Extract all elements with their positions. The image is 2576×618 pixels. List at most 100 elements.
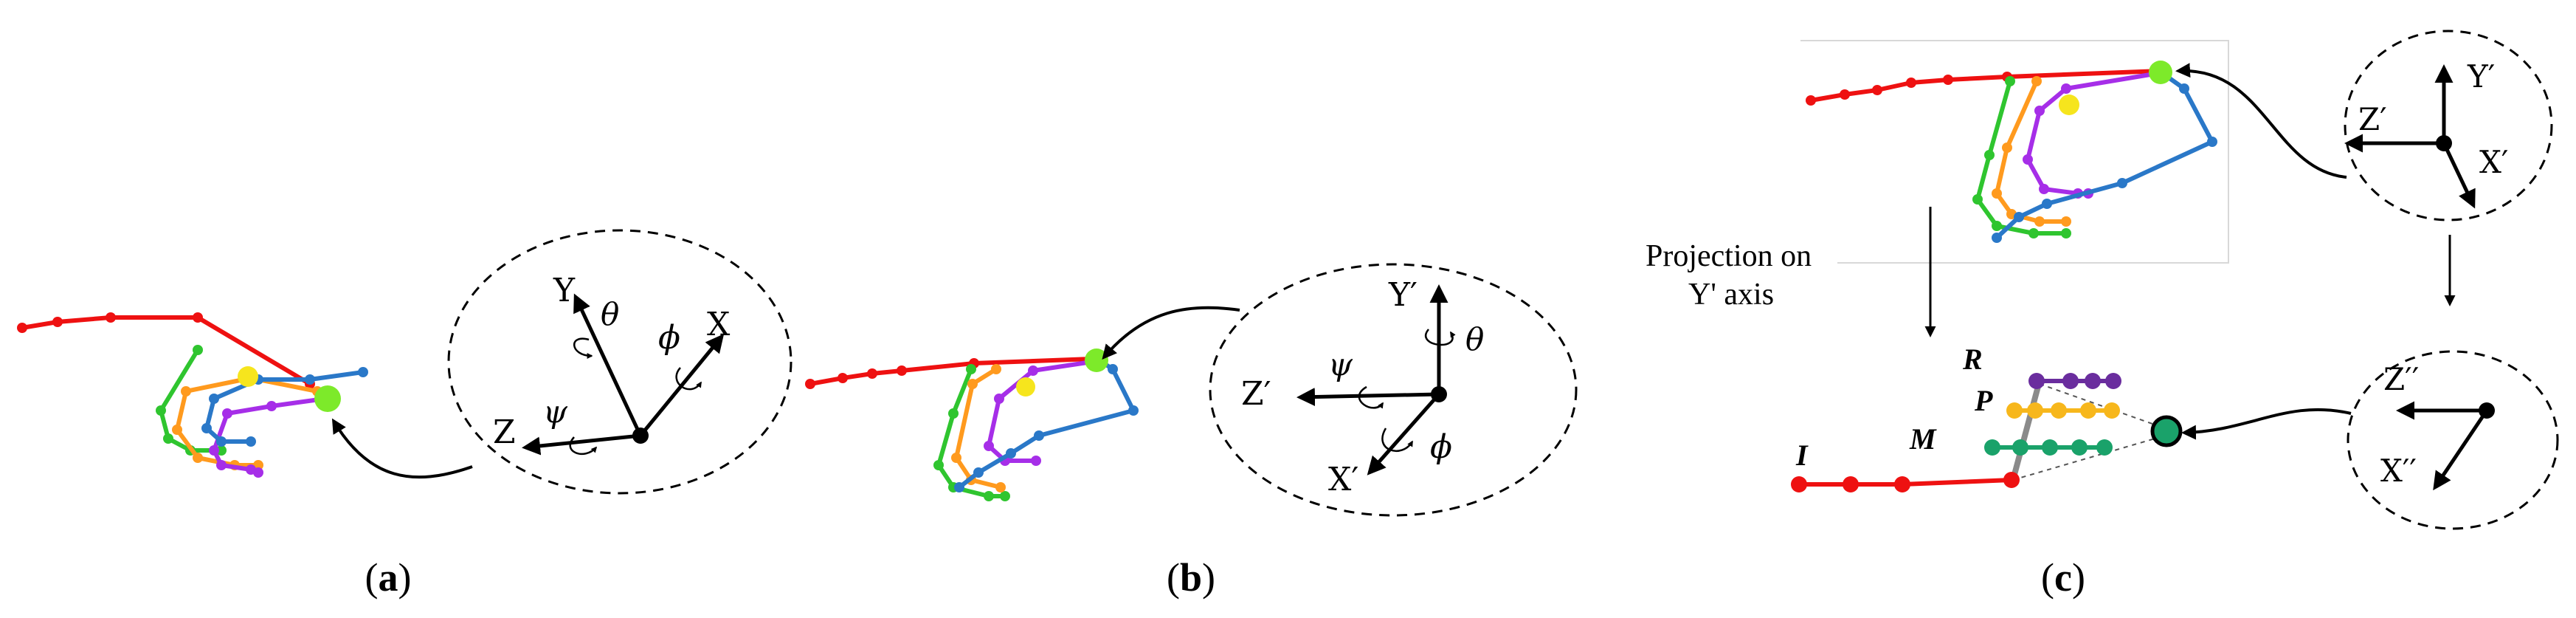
projection-label-line1: Projection on	[1646, 239, 1812, 273]
finger-p-joints	[2006, 402, 2120, 419]
joint-dot	[2014, 212, 2024, 222]
rotation-psi: ψ	[1328, 346, 1353, 382]
joint-dot	[209, 394, 219, 404]
joint-dot	[1000, 491, 1010, 501]
joint-dot	[52, 317, 63, 327]
joint-dot	[358, 367, 368, 377]
joint-dot	[867, 368, 877, 379]
axis-label-y: Y′	[2467, 58, 2495, 95]
joint-dot	[2002, 143, 2012, 153]
finger-i-joints	[1791, 472, 2020, 492]
panel-c: Y′ Z′ X′ Z′′ X′′ Projection on Y' axis	[1646, 30, 2559, 600]
finger-m-joints	[1984, 439, 2113, 456]
wrist-lime	[1085, 349, 1108, 372]
joint-yellow	[2059, 95, 2079, 115]
axis-triad-b: Y′ Z′ X′ θ ψ ϕ	[1241, 276, 1484, 498]
joint-dot	[2061, 83, 2071, 94]
hand-skeleton-b	[805, 349, 1139, 501]
rotation-theta: θ	[1465, 321, 1484, 357]
wrist-lime	[2149, 61, 2172, 84]
finger-r-joints	[2028, 373, 2121, 389]
joint-dot	[246, 436, 256, 447]
finger-green	[1975, 79, 2068, 236]
axis-label-z: Z	[493, 413, 516, 451]
wrist-lime	[314, 385, 341, 412]
joint-dot	[973, 467, 984, 478]
joint-dot	[2207, 137, 2217, 147]
joint-dot	[1992, 233, 2002, 243]
joint-dot	[2179, 83, 2189, 94]
joint-dot	[1028, 365, 1038, 376]
joint-dot	[1108, 364, 1118, 374]
joint-dot	[1806, 95, 1816, 106]
finger-red	[20, 315, 312, 386]
joint-dot	[948, 408, 959, 419]
hand-frame-c	[1800, 40, 2229, 264]
joint-dot	[216, 436, 227, 447]
axis-triad-c-top: Y′ Z′ X′	[2344, 58, 2508, 209]
joint-dot	[933, 460, 944, 470]
hand-skeleton-c	[1806, 61, 2217, 243]
joint-dot	[967, 379, 978, 389]
joint-dot	[984, 491, 994, 501]
finger-label-i: I	[1795, 439, 1809, 472]
joint-dot	[181, 386, 191, 396]
joint-dot	[305, 374, 315, 385]
axis-label-y: Y′	[1388, 276, 1418, 314]
joint-dot	[2061, 216, 2071, 227]
joint-dot	[1992, 221, 2002, 231]
joint-dot	[193, 312, 203, 323]
joint-dot	[1972, 194, 1983, 205]
axes-ellipse-c-top	[2344, 30, 2553, 222]
joint-dot	[805, 379, 815, 389]
joint-dot	[2034, 216, 2045, 227]
joint-dot	[17, 323, 27, 333]
joint-dot	[2061, 228, 2071, 238]
joint-dot	[954, 482, 964, 492]
axis-label-x: X	[707, 306, 731, 343]
axis-label-x: X′	[2479, 144, 2508, 180]
axes-ellipse-b	[1209, 263, 1578, 517]
pointer-arrow-c-bottom	[2181, 408, 2352, 440]
caption-b: (b)	[1167, 555, 1215, 600]
joint-dot	[246, 464, 256, 475]
axis-label-y: Y	[553, 272, 576, 309]
joint-dot	[1943, 75, 1953, 85]
rotation-phi: ϕ	[658, 319, 680, 357]
joint-dot	[193, 453, 203, 463]
joint-dot	[838, 373, 848, 383]
joint-dot	[994, 394, 1004, 404]
axis-triad-a: Y X Z θ ϕ ψ	[493, 272, 731, 456]
joint-dot	[1840, 89, 1850, 100]
joint-dot	[2023, 154, 2033, 165]
joint-yellow	[238, 366, 258, 387]
joint-dot	[1984, 150, 1995, 160]
axes-ellipse-a	[447, 229, 793, 495]
joint-dot	[1034, 430, 1044, 441]
axis-label-z: Z′	[2358, 101, 2387, 137]
finger-label-p: P	[1974, 384, 1993, 417]
joint-dot	[266, 401, 277, 411]
joint-dot	[2039, 184, 2049, 194]
joint-yellow	[1016, 377, 1035, 396]
projected-skeleton: R P M I	[1791, 343, 2183, 492]
finger-i-line	[1797, 478, 2014, 487]
axis-triad-c-bottom: Z′′ X′′	[2380, 361, 2495, 491]
finger-red	[1809, 69, 2164, 103]
joint-dot	[193, 345, 203, 355]
projection-label-line2: Y' axis	[1688, 278, 1774, 312]
axis-label-z: Z′′	[2383, 361, 2419, 397]
joint-dot	[2117, 178, 2127, 188]
palm-connector	[2010, 380, 2043, 481]
joint-dot	[897, 365, 907, 376]
pointer-arrow-b	[1102, 306, 1240, 360]
rotation-psi: ψ	[543, 394, 568, 430]
joint-dot	[1006, 448, 1016, 459]
wrist-projected	[2150, 415, 2183, 447]
axis-label-x: X′′	[2380, 453, 2417, 489]
joint-dot	[995, 482, 1006, 492]
caption-c: (c)	[2041, 555, 2085, 600]
finger-label-m: M	[1909, 422, 1937, 456]
